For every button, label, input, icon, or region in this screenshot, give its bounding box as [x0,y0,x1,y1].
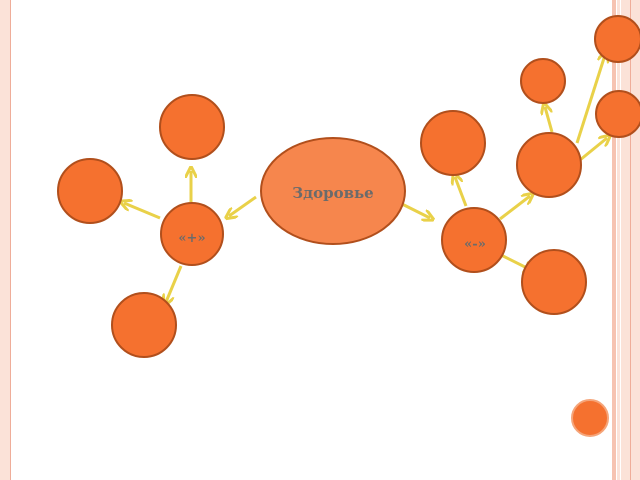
negative-upper-left-node [420,110,486,176]
arrow-positive-to-left [124,203,161,220]
positive-node-label: «+» [178,231,205,246]
arrow-negative-to-upper-right [499,196,530,221]
arrow-center-to-positive [229,195,257,216]
center-node [260,137,406,245]
arrow-hub-to-small-top [545,107,554,133]
arrow-hub-to-far-top [575,55,605,144]
arrow-negative-to-upper-left [455,177,468,207]
right-border-line [630,0,631,480]
positive-node [160,202,224,266]
negative-hub-node [516,132,582,198]
negative-node [441,207,507,273]
left-border-line [10,0,11,480]
right-border-stripe-2 [617,0,620,480]
positive-top-node [159,94,225,160]
hub-right-node [595,90,640,138]
arrow-center-to-negative [399,201,430,218]
nodes [57,15,640,437]
hub-far-top-node [594,15,640,63]
arrow-positive-to-bottom [166,265,183,302]
accent-dot [571,399,609,437]
right-border-stripe-1 [612,0,616,480]
center-node-label: Здоровье [292,184,373,202]
positive-left-node [57,158,123,224]
left-border-stripe [0,0,10,480]
negative-node-label: «-» [464,237,486,252]
hub-small-top-node [520,58,566,104]
positive-bottom-node [111,292,177,358]
negative-lower-right-node [521,249,587,315]
arrow-hub-to-right [579,138,607,162]
